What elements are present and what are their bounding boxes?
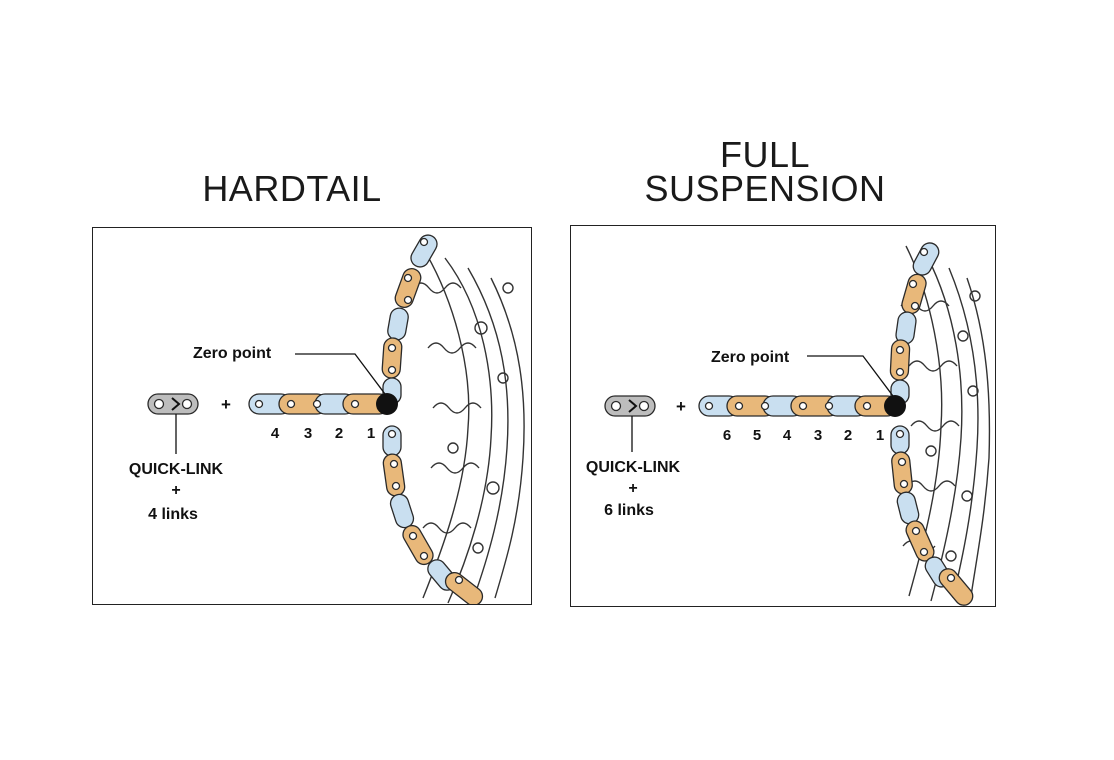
full-title-line1: FULL xyxy=(719,134,811,175)
chain-upper xyxy=(889,242,940,405)
quick-link-plus: + xyxy=(171,482,180,499)
link-number: 4 xyxy=(783,427,792,444)
full-title-line2: SUSPENSION xyxy=(644,168,886,209)
zero-point-leader xyxy=(295,353,386,395)
links-count-label: 4 links xyxy=(148,506,198,523)
quick-link-icon xyxy=(147,393,199,415)
quick-link-label: QUICK-LINK xyxy=(129,461,224,478)
link-numbers: 6 5 4 3 2 1 xyxy=(723,427,884,444)
hardtail-diagram-panel: Zero point + 4 3 2 1 QUICK-LINK + 4 link… xyxy=(92,227,532,605)
chain-lower xyxy=(890,425,974,606)
quick-link-plus: + xyxy=(628,480,637,497)
link-number: 1 xyxy=(367,425,375,442)
hardtail-title: HARDTAIL xyxy=(202,168,382,209)
link-number: 2 xyxy=(844,427,852,444)
full-suspension-diagram-panel: Zero point + 6 5 4 3 2 1 QUICK-LINK + 6 … xyxy=(570,225,996,607)
zero-point-label: Zero point xyxy=(193,345,272,362)
link-numbers: 4 3 2 1 xyxy=(271,425,375,442)
link-number: 4 xyxy=(271,425,280,442)
link-number: 3 xyxy=(304,425,312,442)
quick-link-label: QUICK-LINK xyxy=(586,459,681,476)
chain-horizontal xyxy=(698,395,898,417)
link-number: 5 xyxy=(753,427,761,444)
zero-point-marker xyxy=(376,393,398,415)
link-number: 2 xyxy=(335,425,343,442)
hardtail-diagram-svg: Zero point + 4 3 2 1 QUICK-LINK + 4 link… xyxy=(129,234,525,604)
links-count-label: 6 links xyxy=(604,502,654,519)
link-number: 3 xyxy=(814,427,822,444)
zero-point-leader xyxy=(807,355,894,397)
plus-sign: + xyxy=(676,397,686,416)
plus-sign: + xyxy=(221,395,231,414)
full-suspension-diagram-svg: Zero point + 6 5 4 3 2 1 QUICK-LINK + 6 … xyxy=(586,242,991,606)
zero-point-label: Zero point xyxy=(711,349,790,366)
chain-upper xyxy=(381,234,438,405)
link-number: 6 xyxy=(723,427,731,444)
zero-point-marker xyxy=(884,395,906,417)
chain-horizontal xyxy=(248,393,390,415)
chain-lower xyxy=(382,425,484,604)
full-suspension-title: FULL SUSPENSION xyxy=(560,134,970,209)
quick-link-icon xyxy=(604,395,656,417)
link-number: 1 xyxy=(876,427,884,444)
cassette-sketch xyxy=(412,247,525,604)
